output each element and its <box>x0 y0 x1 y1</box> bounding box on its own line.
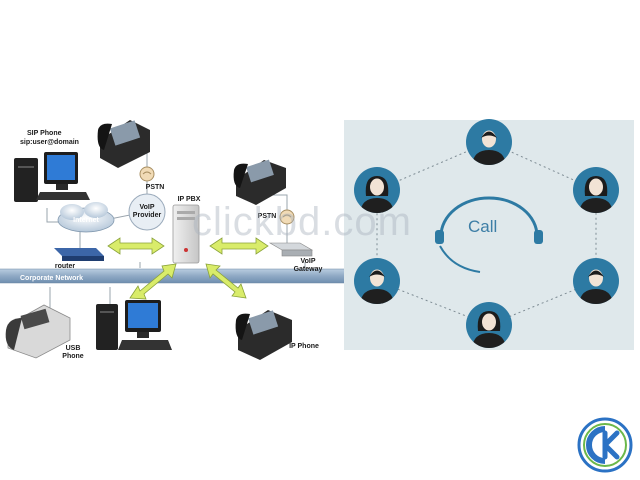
desk-phone-icon <box>5 304 71 359</box>
gateway-icon <box>268 242 314 257</box>
headset-icon <box>435 196 543 273</box>
logo-icon <box>577 417 633 473</box>
voip-gateway-label-line2: Gateway <box>293 266 323 273</box>
person-avatar-icon <box>466 302 512 348</box>
pstn-right-label: PSTN <box>257 213 277 220</box>
sip-address-label: sip:user@domain <box>20 139 79 146</box>
ip-phone-label: IP Phone <box>289 343 319 350</box>
cloud-icon <box>57 202 115 233</box>
person-avatar-icon <box>466 119 512 165</box>
desk-phone-icon <box>97 120 150 168</box>
voip-provider-label-line2: Provider <box>132 212 162 219</box>
person-avatar-icon <box>573 258 619 304</box>
server-icon <box>172 204 200 264</box>
call-label: Call <box>468 217 498 236</box>
watermark-text: clickbd.com <box>192 200 412 244</box>
usb-phone-label-line1: USB <box>65 345 81 352</box>
desktop-computer-icon <box>14 152 90 202</box>
internet-label: Internet <box>73 217 99 224</box>
router-icon <box>54 248 104 261</box>
corporate-network-label: Corporate Network <box>20 275 84 282</box>
voip-gateway-label-line1: VoIP <box>300 258 316 265</box>
pstn-node-icon <box>279 209 295 225</box>
router-label: router <box>54 263 76 270</box>
person-avatar-icon <box>573 167 619 213</box>
person-avatar-icon <box>354 167 400 213</box>
desktop-computer-icon <box>96 300 172 350</box>
pstn-node-icon <box>139 166 155 182</box>
desk-phone-icon <box>235 310 292 360</box>
pstn-top-label: PSTN <box>145 184 165 191</box>
voip-provider-label-line1: VoIP <box>139 204 155 211</box>
sip-phone-label: SIP Phone <box>27 130 62 137</box>
ip-pbx-label: IP PBX <box>177 196 201 203</box>
usb-phone-label-line2: Phone <box>62 353 84 360</box>
voip-provider-icon <box>128 193 166 231</box>
desk-phone-icon <box>233 159 286 205</box>
person-avatar-icon <box>354 258 400 304</box>
arrows <box>107 237 269 300</box>
